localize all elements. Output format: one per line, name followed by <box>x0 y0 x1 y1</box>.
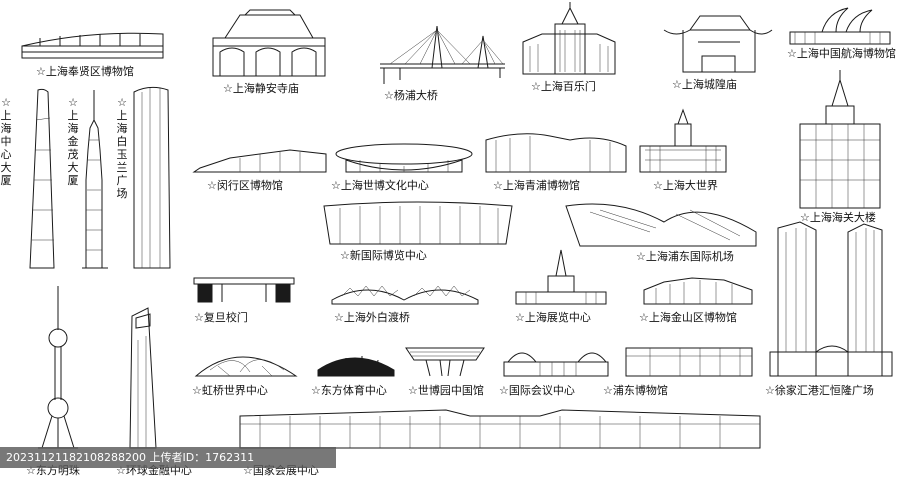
oriental-sports-center-drawing <box>317 356 395 377</box>
label-baiyulan: ☆上海白玉兰广场 <box>116 96 128 200</box>
xujiahui-towers-drawing <box>769 221 893 377</box>
pudong-museum-drawing <box>625 347 753 377</box>
label-shiboyuan: ☆世博园中国馆 <box>408 384 484 397</box>
label-hanghai: ☆上海中国航海博物馆 <box>787 47 896 60</box>
jingan-temple-drawing <box>212 9 326 77</box>
shanghai-tower-drawing <box>29 88 55 269</box>
yangpu-bridge-drawing <box>380 25 505 84</box>
qingpu-museum-drawing <box>485 133 627 173</box>
label-haiguan: ☆上海海关大楼 <box>800 211 876 224</box>
label-guoji-bolan: ☆新国际博览中心 <box>340 249 427 262</box>
label-qingpu: ☆上海青浦博物馆 <box>493 179 580 192</box>
label-minhang: ☆闵行区博物馆 <box>207 179 283 192</box>
label-yangpu: ☆杨浦大桥 <box>384 89 438 102</box>
fengxian-museum-drawing <box>21 32 164 59</box>
expo-culture-center-drawing <box>335 143 473 173</box>
exhibition-center-drawing <box>515 249 607 305</box>
label-bailemen: ☆上海百乐门 <box>531 80 596 93</box>
label-jingan: ☆上海静安寺庙 <box>223 82 299 95</box>
minhang-museum-drawing <box>192 149 327 173</box>
label-dashijie: ☆上海大世界 <box>653 179 718 192</box>
china-pavilion-drawing <box>405 347 485 377</box>
convention-center-drawing <box>503 352 609 377</box>
label-shibo: ☆上海世博文化中心 <box>331 179 429 192</box>
jinshan-museum-drawing <box>643 277 753 305</box>
label-guoji-huiyi: ☆国际会议中心 <box>499 384 575 397</box>
label-xujiahui: ☆徐家汇港汇恒隆广场 <box>765 384 874 397</box>
hongqiao-center-drawing <box>194 356 298 377</box>
waibaidu-bridge-drawing <box>331 285 479 305</box>
city-god-temple-drawing <box>663 15 773 73</box>
label-chenghuang: ☆上海城隍庙 <box>672 78 737 91</box>
pudong-airport-drawing <box>565 203 757 247</box>
national-exhibition-center-drawing <box>239 409 761 449</box>
world-financial-center-drawing <box>129 307 157 449</box>
customs-house-drawing <box>799 70 881 209</box>
bailemen-drawing <box>522 2 616 75</box>
oriental-pearl-drawing <box>38 286 78 449</box>
label-jinshan: ☆上海金山区博物馆 <box>639 311 737 324</box>
label-dongfang-tiyu: ☆东方体育中心 <box>311 384 387 397</box>
label-waibaidu: ☆上海外白渡桥 <box>334 311 410 324</box>
label-zhanlan: ☆上海展览中心 <box>515 311 591 324</box>
label-hongqiao: ☆虹桥世界中心 <box>192 384 268 397</box>
label-shanghai-center: ☆上海中心大厦 <box>0 96 12 187</box>
label-fengxian: ☆上海奉贤区博物馆 <box>36 65 134 78</box>
label-pudong-airport: ☆上海浦东国际机场 <box>636 250 734 263</box>
label-pudong-bowuguan: ☆浦东博物馆 <box>603 384 668 397</box>
new-expo-center-drawing <box>323 201 513 245</box>
watermark-bar: 20231121182108288200 上传者ID：1762311 <box>0 447 336 468</box>
fudan-gate-drawing <box>193 277 295 303</box>
baiyulan-plaza-drawing <box>133 86 171 269</box>
label-fudan: ☆复旦校门 <box>194 311 248 324</box>
maritime-museum-drawing <box>789 7 891 45</box>
label-jinmao: ☆上海金茂大厦 <box>67 96 79 187</box>
dashijie-drawing <box>639 108 727 173</box>
jinmao-tower-drawing <box>82 90 108 269</box>
